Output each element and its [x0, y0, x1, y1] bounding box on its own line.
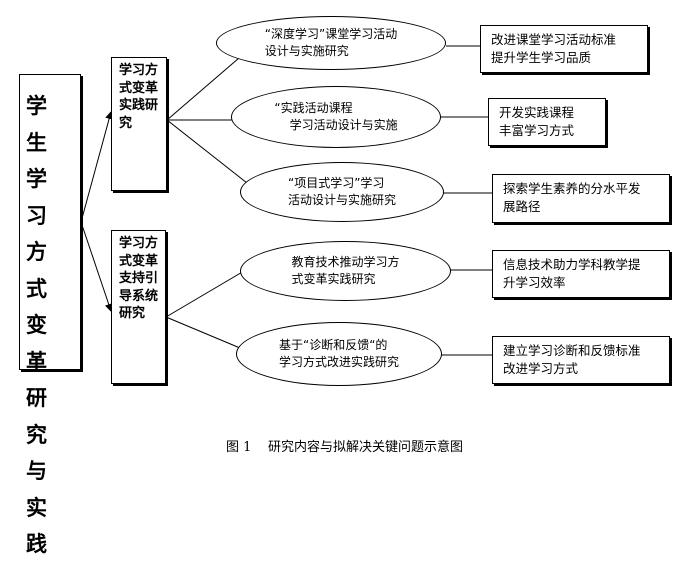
line-branch-1-topic-1: [166, 57, 240, 121]
root-node: 学生学习方式变革研究与实践: [19, 74, 81, 556]
topic-label-2: “实践活动课程 学习活动设计与实施: [274, 101, 398, 132]
line-branch-1-topic-3: [166, 119, 248, 184]
outcome-label-2: 开发实践课程 丰富学习方式: [499, 105, 575, 138]
topic-ellipse-2: “实践活动课程 学习活动设计与实施: [231, 86, 441, 148]
outcome-label-1: 改进课堂学习活动标准 提升学生学习品质: [491, 32, 617, 65]
topic-ellipse-4: 教育技术推动学习方 式变革实践研究: [240, 241, 451, 301]
outcome-box-5: 建立学习诊断和反馈标准 改进学习方式: [492, 336, 670, 384]
branch-node-1: 学习方式变革实践研究: [111, 57, 167, 191]
outcome-label-3: 探索学生素养的分水平发 展路径: [503, 181, 641, 214]
branch-label-2: 学习方式变革支持引导系统研究: [119, 236, 159, 321]
topic-ellipse-1: “深度学习”课堂学习活动 设计与实施研究: [216, 16, 446, 70]
outcome-box-3: 探索学生素养的分水平发 展路径: [492, 174, 670, 223]
line-branch-2-topic-1: [165, 270, 245, 318]
topic-label-5: 基于“诊断和反馈“的 学习方式改进实践研究: [278, 338, 399, 369]
topic-label-3: “项目式学习”学习 活动设计与实施研究: [287, 176, 396, 207]
figure-caption: 图 1 研究内容与拟解决关键问题示意图: [226, 440, 463, 455]
connector-lines: [80, 45, 492, 356]
topic-ellipse-3: “项目式学习”学习 活动设计与实施研究: [240, 162, 444, 222]
arrow-root-to-branch-2: [80, 221, 113, 312]
topic-label-1: “深度学习”课堂学习活动 设计与实施研究: [264, 27, 398, 58]
outcome-label-5: 建立学习诊断和反馈标准 改进学习方式: [503, 343, 641, 376]
branch-label-1: 学习方式变革实践研究: [119, 63, 159, 131]
outcome-box-2: 开发实践课程 丰富学习方式: [488, 98, 606, 146]
topic-label-4: 教育技术推动学习方 式变革实践研究: [291, 255, 400, 286]
arrow-root-to-branch-1: [80, 111, 114, 223]
outcome-box-4: 信息技术助力学科教学提 升学习效率: [492, 250, 670, 298]
topic-ellipse-5: 基于“诊断和反馈“的 学习方式改进实践研究: [236, 322, 442, 386]
outcome-box-1: 改进课堂学习活动标准 提升学生学习品质: [480, 25, 648, 73]
root-label: 学生学习方式变革研究与实践: [26, 94, 55, 556]
branch-node-2: 学习方式变革支持引导系统研究: [111, 230, 166, 384]
line-branch-2-topic-2: [165, 316, 241, 349]
outcome-label-4: 信息技术助力学科教学提 升学习效率: [503, 257, 641, 290]
